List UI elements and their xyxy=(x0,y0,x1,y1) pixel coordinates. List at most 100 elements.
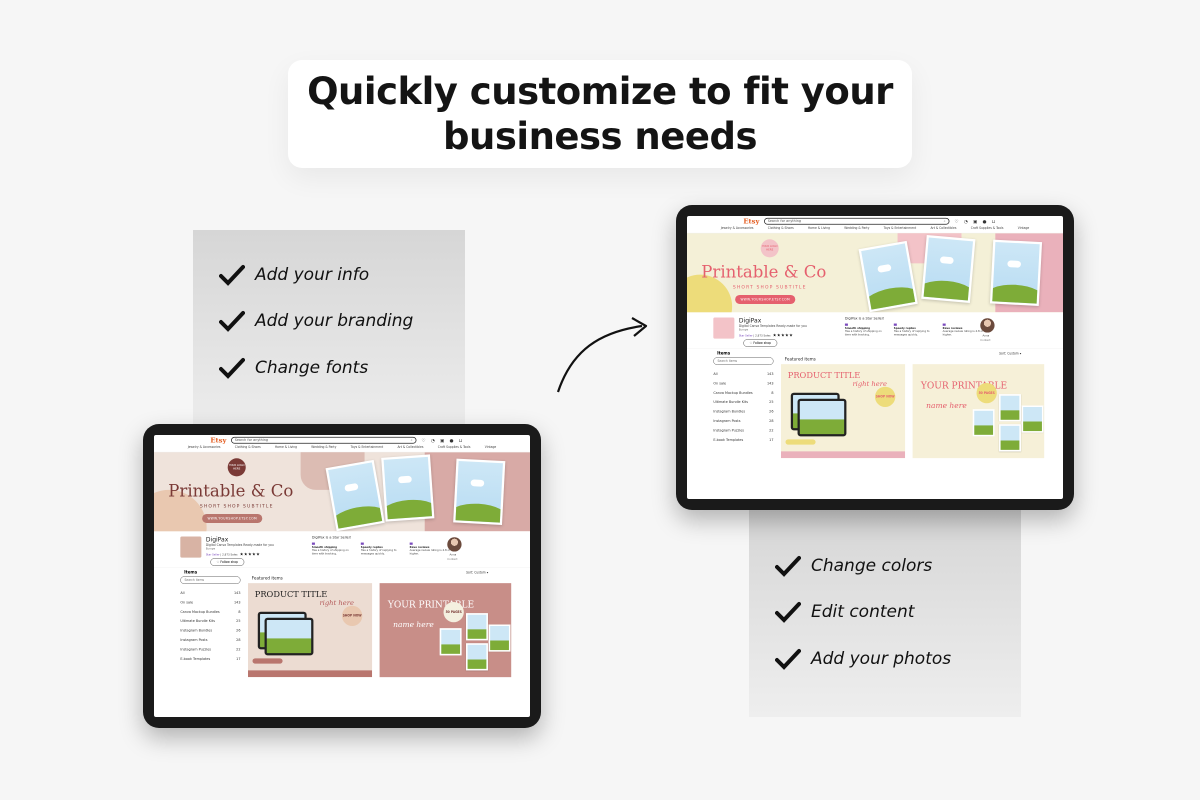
site-logo[interactable]: Etsy xyxy=(743,217,760,226)
shop-name: DigiPax xyxy=(738,316,762,324)
category-link[interactable]: Wedding & Party xyxy=(844,226,870,230)
owner-avatar[interactable] xyxy=(447,537,462,552)
banner-photo xyxy=(453,458,506,525)
banner-url-button[interactable]: WWW.YOURSHOP.ETSY.COM xyxy=(735,294,796,304)
star-seller-heading: DigiPax is a Star Seller! xyxy=(844,316,885,321)
gift-icon[interactable]: ▣ xyxy=(973,218,978,224)
star-icon xyxy=(942,323,946,326)
feature-text: Add your branding xyxy=(255,311,414,331)
category-link[interactable]: Craft Supplies & Tools xyxy=(970,226,1004,230)
shop-description: Digital Canva Templates Ready-made for y… xyxy=(738,324,807,328)
bell-icon[interactable]: ◔ xyxy=(963,218,968,224)
site-logo[interactable]: Etsy xyxy=(210,436,227,445)
category-link[interactable]: Home & Living xyxy=(807,226,831,230)
category-link[interactable]: Home & Living xyxy=(274,445,298,449)
heart-icon[interactable]: ♡ xyxy=(954,218,959,224)
check-icon xyxy=(775,602,801,623)
site-header: Etsy Search for anything⌕ ♡ ◔ ▣ ● ⊔ xyxy=(687,216,1063,227)
card-title: PRODUCT TITLE xyxy=(254,589,328,600)
category-link[interactable]: Clothing & Shoes xyxy=(234,445,261,449)
category-link[interactable]: Jewelry & Accessories xyxy=(187,445,221,449)
tablet-thumb xyxy=(797,398,847,437)
bell-icon[interactable]: ◔ xyxy=(430,437,435,443)
cart-icon[interactable]: ⊔ xyxy=(991,218,996,224)
tablet-thumb xyxy=(264,617,314,656)
shop-stats: Star Seller | 2,873 Sales★★★★★ xyxy=(738,332,794,338)
shop-avatar xyxy=(180,536,202,558)
page-thumb xyxy=(1021,405,1044,433)
items-search-input[interactable]: Search items xyxy=(713,357,774,365)
heart-icon[interactable]: ♡ xyxy=(421,437,426,443)
category-link[interactable]: Toys & Entertainment xyxy=(883,226,917,230)
card-pill xyxy=(785,439,816,445)
shop-info: DigiPax Digital Canva Templates Ready-ma… xyxy=(154,531,530,568)
banner-title: Printable & Co xyxy=(701,262,827,282)
featured-card[interactable]: PRODUCT TITLE right here SHOP NOW xyxy=(781,364,906,459)
follow-shop-button[interactable]: ♡ Follow shop xyxy=(210,558,245,566)
shop-page: Etsy Search for anything⌕ ♡ ◔ ▣ ● ⊔ Jewe… xyxy=(154,435,530,680)
star-icon xyxy=(409,542,413,545)
category-link[interactable]: Jewelry & Accessories xyxy=(720,226,754,230)
tablet-mockup-left: Etsy Search for anything⌕ ♡ ◔ ▣ ● ⊔ Jewe… xyxy=(143,424,541,728)
gift-icon[interactable]: ▣ xyxy=(440,437,445,443)
card-pill xyxy=(252,658,283,664)
avatar-icon[interactable]: ● xyxy=(982,218,987,224)
banner-photo xyxy=(989,239,1043,306)
truck-icon xyxy=(844,323,848,326)
avatar-icon[interactable]: ● xyxy=(449,437,454,443)
feature-item: Change colors xyxy=(775,555,932,577)
contact-link[interactable]: Contact xyxy=(447,557,458,561)
banner-url-button[interactable]: WWW.YOURSHOP.ETSY.COM xyxy=(202,513,263,523)
category-link[interactable]: Wedding & Party xyxy=(311,445,337,449)
category-link[interactable]: Art & Collectibles xyxy=(930,226,957,230)
sort-dropdown[interactable]: Sort: Custom ▾ xyxy=(999,352,1022,356)
category-link[interactable]: Toys & Entertainment xyxy=(350,445,384,449)
category-link[interactable]: Art & Collectibles xyxy=(397,445,424,449)
items-heading: Items xyxy=(717,350,731,356)
featured-card[interactable]: PRODUCT TITLE right here SHOP NOW xyxy=(248,583,373,678)
cart-icon[interactable]: ⊔ xyxy=(458,437,463,443)
site-search-input[interactable]: Search for anything⌕ xyxy=(230,436,417,444)
owner-avatar[interactable] xyxy=(980,318,995,333)
category-link[interactable]: Vintage xyxy=(484,445,497,449)
items-heading: Items xyxy=(184,569,198,575)
featured-card[interactable]: YOUR PRINTABLE name here 50 PAGES xyxy=(379,583,512,678)
category-link[interactable]: Vintage xyxy=(1017,226,1030,230)
items-search-input[interactable]: Search items xyxy=(180,576,241,584)
sort-dropdown[interactable]: Sort: Custom ▾ xyxy=(466,571,489,575)
category-link[interactable]: Craft Supplies & Tools xyxy=(437,445,471,449)
shop-page: Etsy Search for anything⌕ ♡ ◔ ▣ ● ⊔ Jewe… xyxy=(687,216,1063,461)
star-seller-badge: Star Seller xyxy=(738,334,753,338)
featured-card[interactable]: YOUR PRINTABLE name here 50 PAGES xyxy=(912,364,1045,459)
feature-item: Add your branding xyxy=(219,310,413,332)
search-icon: ⌕ xyxy=(943,219,946,224)
category-link[interactable]: Clothing & Shoes xyxy=(767,226,794,230)
feature-text: Change fonts xyxy=(255,358,369,378)
check-icon xyxy=(219,265,245,286)
category-nav: Jewelry & Accessories Clothing & Shoes H… xyxy=(687,227,1063,234)
card-title: YOUR PRINTABLE xyxy=(387,599,475,610)
feature-item: Add your info xyxy=(219,264,369,286)
site-search-input[interactable]: Search for anything⌕ xyxy=(763,217,950,225)
follow-shop-button[interactable]: ♡ Follow shop xyxy=(743,339,778,347)
contact-link[interactable]: Contact xyxy=(980,338,991,342)
check-icon xyxy=(775,556,801,577)
